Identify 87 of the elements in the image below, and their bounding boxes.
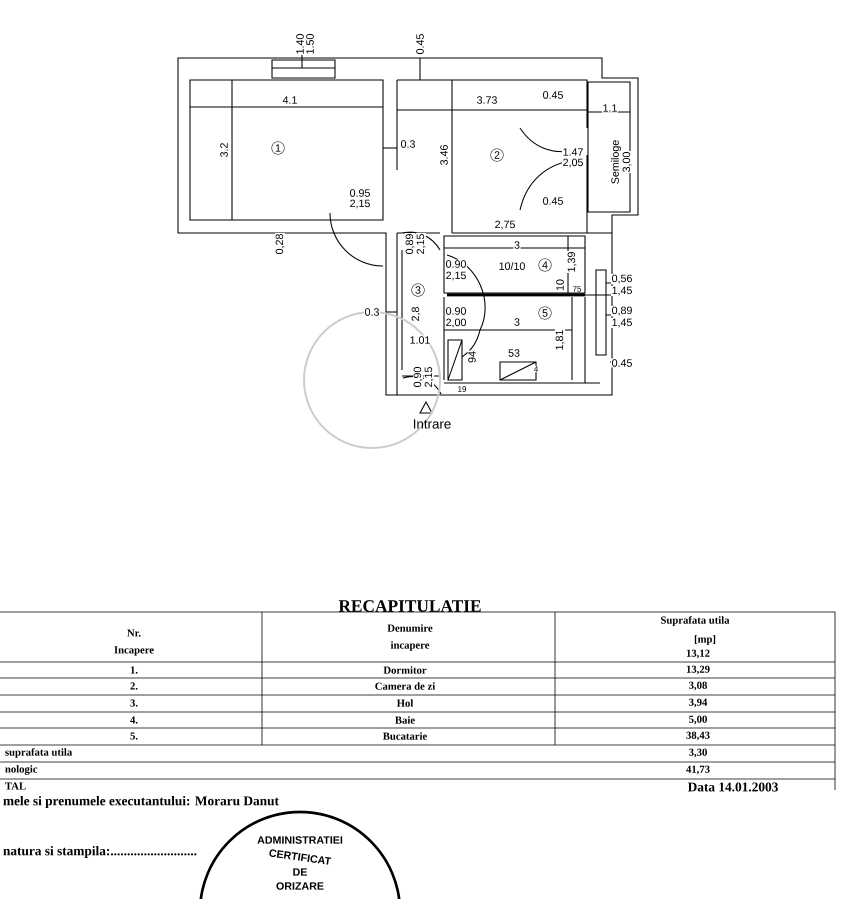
dimension-label: 0.45 bbox=[542, 90, 564, 100]
dimension-label: 94 bbox=[468, 350, 476, 364]
table-cell: nologic bbox=[5, 765, 38, 775]
stamp-text: ADMINISTRATIEI bbox=[257, 836, 342, 844]
table-title: RECAPITULATIE bbox=[338, 600, 481, 612]
form-text: natura si stampila:.......................... bbox=[3, 846, 196, 858]
dimension-label: 1,39 bbox=[566, 250, 578, 274]
stamp-text: DE bbox=[293, 868, 307, 876]
stamp-text: CERTIFICAT bbox=[269, 849, 332, 865]
entrance-label: Intrare bbox=[414, 419, 451, 429]
dimension-label: 2,15 bbox=[424, 366, 434, 388]
room-number: 4 bbox=[538, 258, 552, 272]
table-cell: 3,94 bbox=[689, 698, 708, 708]
table-cell: Bucatarie bbox=[382, 732, 427, 740]
table-cell: 3,30 bbox=[689, 748, 707, 758]
table-cell: Denumire bbox=[387, 624, 432, 632]
table-cell: Incapere bbox=[114, 646, 154, 656]
table-cell: 3,08 bbox=[689, 682, 707, 690]
room-number: 1 bbox=[272, 142, 284, 154]
table-cell: 2. bbox=[130, 682, 138, 690]
dimension-label: 2,00 bbox=[444, 318, 468, 328]
dimension-label: 10/10 bbox=[498, 261, 526, 271]
dimension-label: 3.2 bbox=[220, 142, 228, 158]
dimension-label: 53 bbox=[507, 348, 521, 358]
room-number: 5 bbox=[538, 306, 552, 320]
dimension-label: 0.95 bbox=[348, 188, 372, 198]
dimension-label: 0.3 bbox=[400, 140, 416, 148]
dimension-label: 2,05 bbox=[562, 158, 584, 168]
dimension-label: 2,15 bbox=[348, 198, 372, 210]
table-cell: 13,29 bbox=[686, 666, 710, 674]
dimension-label: 2,15 bbox=[416, 232, 426, 256]
dimension-label: 0.3 bbox=[364, 308, 380, 316]
table-cell: Suprafata utila bbox=[661, 616, 730, 626]
dimension-label: 0,90 bbox=[412, 366, 424, 388]
table-cell: 38,43 bbox=[686, 732, 710, 740]
dimension-label: 0.45 bbox=[542, 196, 564, 206]
table-cell: 5. bbox=[130, 732, 138, 740]
dimension-label: 0,89 bbox=[404, 232, 416, 256]
dimension-label: 2,15 bbox=[444, 270, 468, 282]
stamp-text: ORIZARE bbox=[276, 882, 324, 890]
table-cell: 3. bbox=[130, 699, 138, 707]
dimension-label: 0,28 bbox=[274, 232, 286, 256]
table-cell: Hol bbox=[396, 699, 414, 707]
form-text: mele si prenumele executantului: Moraru Danut bbox=[3, 796, 279, 808]
dimension-label: 1.1 bbox=[602, 104, 618, 112]
dimension-label: 2,8 bbox=[410, 306, 422, 322]
dimension-label: 1,45 bbox=[610, 286, 634, 296]
dimension-label: 75 bbox=[572, 286, 582, 292]
dimension-label: 1.50 bbox=[306, 32, 314, 56]
table-cell: 5,00 bbox=[689, 716, 707, 724]
dimension-label: 0.90 bbox=[444, 306, 468, 316]
dimension-label: 10 bbox=[556, 278, 564, 292]
dimension-label: 1.40 bbox=[296, 32, 304, 56]
dimension-label: Semiloge bbox=[610, 139, 622, 185]
table-cell: [mp] bbox=[694, 635, 716, 645]
table-cell: Dormitor bbox=[384, 666, 426, 674]
dimension-label: 1,45 bbox=[610, 318, 634, 328]
dimension-label: 3,00 bbox=[622, 150, 632, 174]
dimension-label: 1,81 bbox=[554, 328, 566, 352]
dimension-label: 4.1 bbox=[282, 96, 298, 104]
table-cell: 1. bbox=[130, 666, 138, 674]
dimension-label: 19 bbox=[457, 386, 467, 392]
table-cell: Baie bbox=[395, 716, 415, 724]
table-cell: TAL bbox=[5, 782, 26, 790]
room-number: 3 bbox=[411, 283, 425, 297]
dimension-label: 2,75 bbox=[494, 220, 516, 230]
table-cell: 41,73 bbox=[686, 766, 710, 774]
dimension-label: 4 bbox=[533, 366, 539, 372]
form-text: Data 14.01.2003 bbox=[688, 782, 778, 792]
dimension-label: 1.47 bbox=[562, 148, 584, 156]
table-cell: 13,12 bbox=[686, 650, 710, 658]
table-cell: 4. bbox=[130, 716, 138, 724]
table-cell: Nr. bbox=[127, 629, 141, 637]
dimension-label: 0,89 bbox=[610, 306, 634, 316]
dimension-label: 0.90 bbox=[444, 260, 468, 268]
dimension-label: 0,56 bbox=[610, 274, 634, 284]
table-cell: Camera de zi bbox=[375, 682, 436, 690]
table-cell: suprafata utila bbox=[5, 748, 72, 758]
table-cell: incapere bbox=[390, 641, 430, 651]
dimension-label: 1.01 bbox=[408, 336, 432, 344]
dimension-label: 0.45 bbox=[416, 32, 424, 56]
dimension-label: 0.45 bbox=[610, 358, 634, 368]
room-number: 2 bbox=[490, 148, 504, 162]
dimension-label: 3.46 bbox=[440, 144, 448, 166]
dimension-label: 3.73 bbox=[476, 96, 498, 104]
dimension-label: 3 bbox=[513, 318, 521, 326]
dimension-label: 3 bbox=[513, 240, 521, 250]
